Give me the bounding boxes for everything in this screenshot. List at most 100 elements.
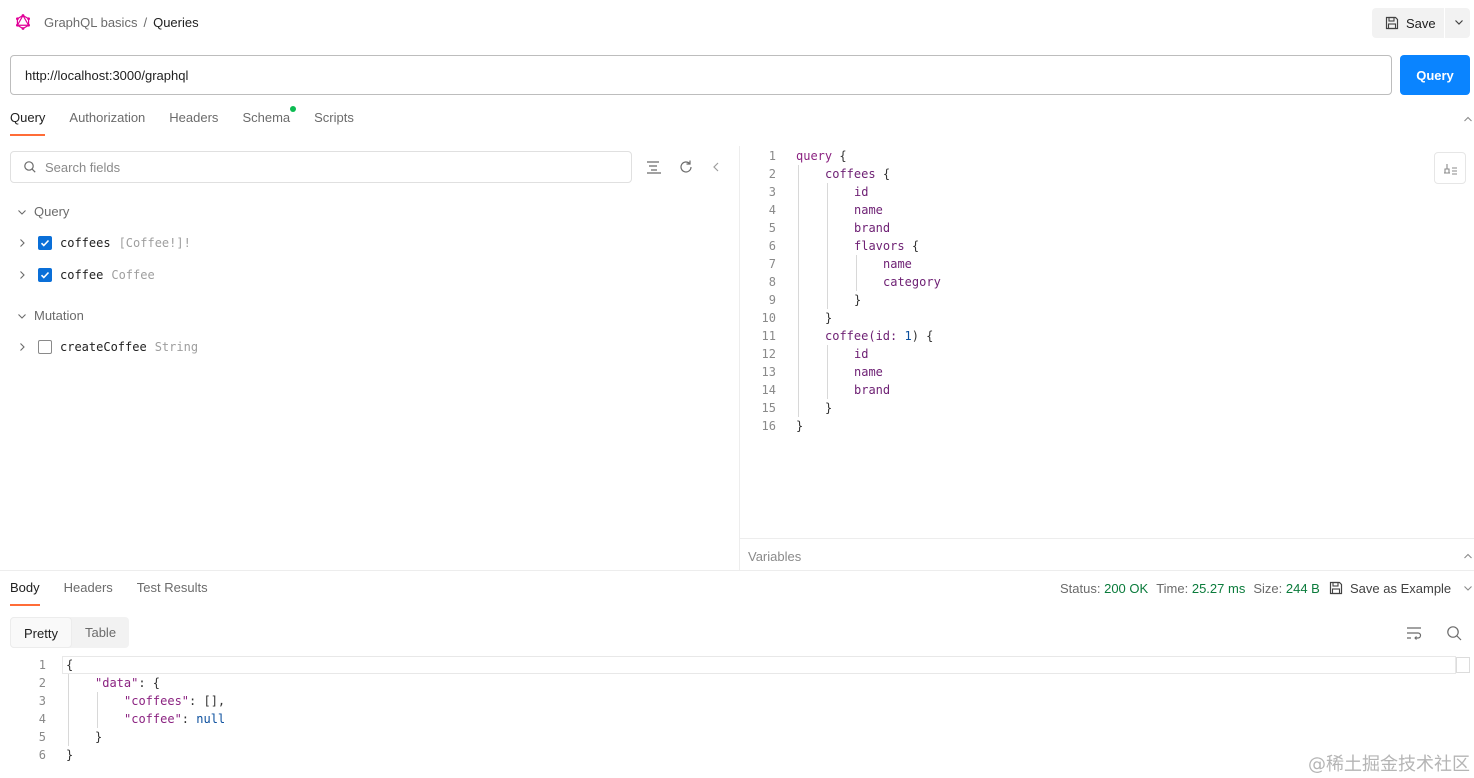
chevron-left-icon[interactable] [707,158,725,176]
chevron-up-icon[interactable] [1462,550,1474,562]
chevron-up-icon[interactable] [1462,113,1474,125]
chevron-down-icon [18,313,26,319]
chevron-down-icon[interactable] [1452,15,1466,29]
field-row-coffee[interactable]: coffee Coffee [16,266,155,284]
response-line: 1{ [38,658,74,672]
field-checkbox-createcoffee[interactable] [38,340,52,354]
watermark: @稀土掘金技术社区 [1308,754,1470,775]
chevron-down-icon[interactable] [1462,582,1474,594]
chevron-down-icon [18,209,26,215]
field-type: Coffee [111,268,155,282]
indent-guide [827,183,828,309]
response-line: 4"coffee": null [38,712,226,726]
wrap-lines-icon[interactable] [1405,624,1423,642]
active-line-highlight [62,656,1456,674]
response-line: 6} [38,748,74,762]
response-line: 5} [38,730,103,744]
filter-fields-icon[interactable] [645,158,663,176]
prettify-icon [1444,164,1457,175]
tab-schema[interactable]: Schema [242,106,297,136]
schema-status-dot [290,106,297,112]
save-as-example-label: Save as Example [1350,580,1452,596]
tab-query[interactable]: Query [10,108,46,136]
save-divider [1444,8,1445,38]
save-icon [1385,16,1399,30]
size-meta[interactable]: Size: 244 B [1253,581,1320,596]
field-type: [Coffee!]! [118,236,191,250]
tab-scripts[interactable]: Scripts [314,110,354,125]
indent-guide [97,692,98,728]
breadcrumb-separator: / [143,15,148,30]
response-line: 3"coffees": [], [38,694,226,708]
save-as-example-button[interactable]: Save as Example [1328,580,1451,596]
tab-schema-label: Schema [242,110,291,125]
run-query-button[interactable]: Query [1400,55,1470,95]
indent-guide [68,674,69,746]
search-icon[interactable] [1445,624,1463,642]
prettify-button[interactable] [1434,152,1466,184]
breadcrumb: GraphQL basics / Queries [44,15,199,30]
chevron-right-icon[interactable] [16,269,28,281]
breadcrumb-request[interactable]: Queries [153,15,199,30]
field-row-createcoffee[interactable]: createCoffee String [16,338,198,356]
response-tabs: Body Headers Test Results [10,578,208,606]
search-fields-box [10,151,632,183]
response-meta: Status: 200 OK Time: 25.27 ms Size: 244 … [1060,581,1320,596]
code-line: 16} [761,419,804,433]
code-line: 10} [761,311,833,325]
url-input[interactable] [10,55,1392,95]
view-pretty[interactable]: Pretty [10,617,72,648]
search-fields-input[interactable] [45,159,605,175]
view-mode-toggle: Pretty Table [10,617,130,648]
variables-bar[interactable]: Variables [740,538,1474,570]
field-checkbox-coffee[interactable] [38,268,52,282]
tab-test-results[interactable]: Test Results [136,580,208,595]
refresh-icon[interactable] [677,158,695,176]
field-row-coffees[interactable]: coffees [Coffee!]! [16,234,191,252]
tab-body[interactable]: Body [10,578,40,606]
save-label: Save [1406,15,1436,31]
variables-label: Variables [748,549,802,564]
panel-divider[interactable] [739,146,740,570]
status-meta[interactable]: Status: 200 OK [1060,581,1149,596]
field-name: coffees [60,236,111,250]
tab-response-headers[interactable]: Headers [63,580,113,595]
section-mutation-title: Mutation [34,308,84,323]
save-icon [1329,581,1343,595]
time-meta[interactable]: Time: 25.27 ms [1156,581,1246,596]
view-table[interactable]: Table [84,625,117,640]
response-scrollbar[interactable] [1456,657,1470,673]
chevron-right-icon[interactable] [16,341,28,353]
section-mutation[interactable]: Mutation [16,308,84,323]
response-divider [0,570,1474,571]
section-query[interactable]: Query [16,204,69,219]
breadcrumb-collection[interactable]: GraphQL basics [44,15,138,30]
indent-guide [798,165,799,417]
chevron-right-icon[interactable] [16,237,28,249]
response-body[interactable]: 1{ 2"data": { 3"coffees": [], 4"coffee":… [0,656,1474,778]
field-checkbox-coffees[interactable] [38,236,52,250]
response-line: 2"data": { [38,676,161,690]
checkmark-icon [40,271,50,279]
tab-headers[interactable]: Headers [169,110,219,125]
tab-authorization[interactable]: Authorization [69,110,146,125]
indent-guide [827,345,828,399]
section-query-title: Query [34,204,70,219]
top-header: GraphQL basics / Queries Save [0,0,1474,46]
save-button[interactable]: Save [1372,8,1470,38]
code-line: 9} [768,293,862,307]
request-tabs: Query Authorization Headers Schema Scrip… [10,106,354,136]
checkmark-icon [40,239,50,247]
